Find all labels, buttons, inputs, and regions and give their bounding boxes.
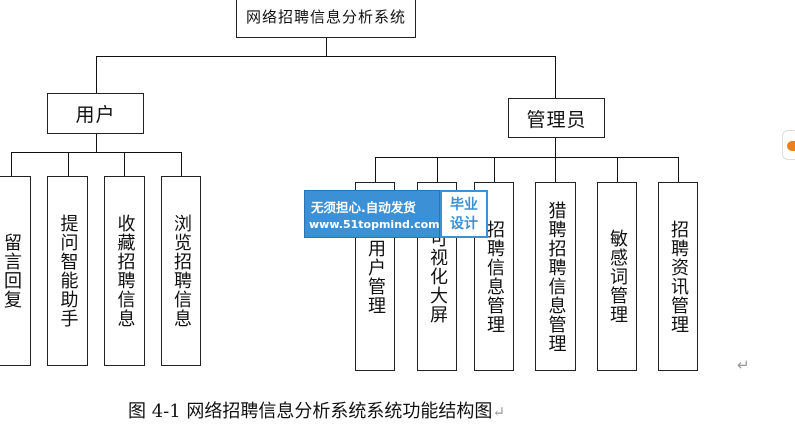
watermark-url: www.51topmind.com [309, 218, 440, 231]
admin-module-label: 敏感词管理 [607, 229, 628, 324]
connector-line [375, 157, 376, 182]
admin-node-label: 管理员 [526, 108, 587, 131]
user-node: 用户 [47, 93, 144, 134]
figure-caption-text: 图 4-1 网络招聘信息分析系统系统功能结构图 [128, 401, 493, 422]
connector-line [555, 137, 556, 158]
side-panel-tab[interactable] [782, 130, 795, 160]
figure-caption: 图 4-1 网络招聘信息分析系统系统功能结构图↵ [128, 397, 505, 423]
watermark-badge-line2: 设计 [450, 216, 478, 232]
caption-paragraph-mark-icon: ↵ [492, 403, 506, 421]
watermark-badge: 毕业 设计 [440, 190, 488, 238]
connector-line [124, 152, 125, 176]
admin-module-label: 可视化大屏 [427, 229, 448, 324]
user-module-node: 提问智能助手 [47, 176, 88, 366]
admin-node: 管理员 [508, 98, 605, 138]
connector-line [437, 157, 438, 182]
connector-line [96, 56, 97, 93]
admin-module-label: 用户管理 [365, 238, 386, 315]
user-node-label: 用户 [75, 104, 116, 126]
user-module-node: 收藏招聘信息 [104, 176, 145, 366]
user-module-label: 收藏招聘信息 [114, 214, 136, 328]
user-module-label: 留言回复 [1, 233, 22, 309]
watermark-slogan: 无须担心.自动发货 [311, 200, 416, 215]
connector-line [96, 133, 97, 153]
side-panel-icon [787, 141, 795, 151]
connector-line [678, 157, 679, 182]
root-node: 网络招聘信息分析系统 [236, 0, 416, 38]
admin-module-label: 招聘资讯管理 [668, 219, 689, 334]
connector-line [555, 157, 556, 182]
admin-module-node: 敏感词管理 [597, 182, 637, 371]
connector-line [617, 157, 618, 182]
admin-module-node: 招聘资讯管理 [658, 182, 698, 371]
user-module-node: 留言回复 [0, 176, 31, 366]
root-node-label: 网络招聘信息分析系统 [245, 7, 406, 26]
watermark-badge-line1: 毕业 [450, 197, 478, 213]
user-module-node: 浏览招聘信息 [161, 176, 201, 366]
paragraph-mark-icon: ↵ [737, 356, 750, 374]
connector-line [11, 152, 12, 176]
connector-line [375, 157, 679, 158]
admin-module-label: 猎聘招聘信息管理 [545, 200, 567, 353]
connector-line [11, 152, 182, 153]
user-module-label: 提问智能助手 [57, 214, 79, 328]
watermark-main: 无须担心.自动发货 www.51topmind.com [304, 190, 440, 238]
connector-line [96, 56, 556, 57]
connector-line [494, 157, 495, 182]
connector-line [555, 56, 556, 98]
user-module-label: 浏览招聘信息 [171, 214, 192, 328]
connector-line [68, 152, 69, 176]
admin-module-node: 猎聘招聘信息管理 [535, 182, 576, 371]
connector-line [181, 152, 182, 176]
watermark-banner: 无须担心.自动发货 www.51topmind.com 毕业 设计 [304, 190, 488, 238]
admin-module-label: 招聘信息管理 [484, 219, 505, 334]
connector-line [326, 37, 327, 57]
